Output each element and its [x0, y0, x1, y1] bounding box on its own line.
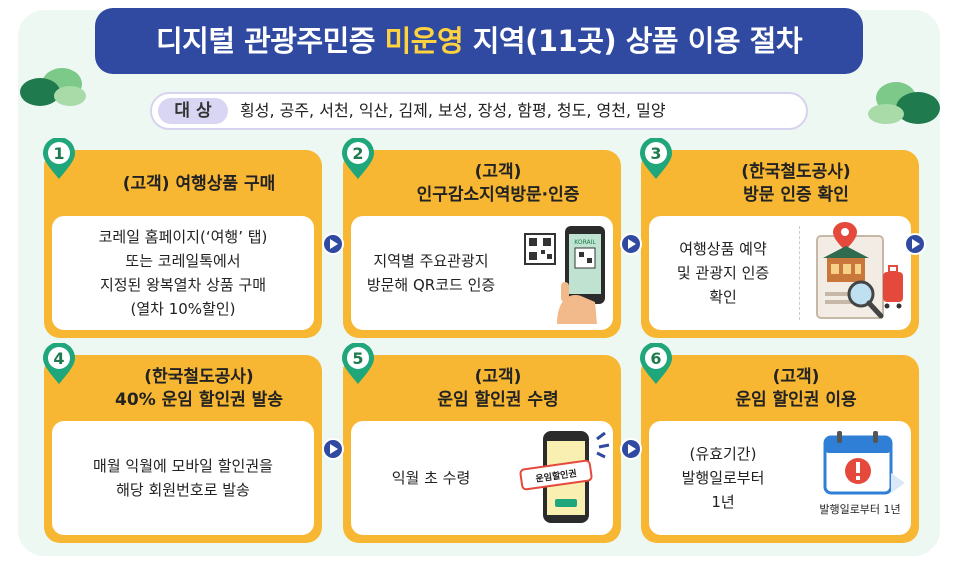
svg-text:KORAIL: KORAIL	[574, 239, 596, 246]
arrow-right-icon	[322, 438, 344, 460]
verification-icon	[816, 222, 903, 319]
step-6-head: (고객)운임 할인권 이용	[735, 367, 857, 410]
title-highlight: 미운영	[384, 24, 464, 58]
svg-text:1: 1	[53, 144, 64, 163]
step-5-head: (고객)운임 할인권 수령	[437, 367, 559, 410]
qr-phone-icon: KORAIL	[524, 226, 605, 324]
step-6-pin-icon: 6	[640, 343, 672, 384]
step-2-pin-icon: 2	[342, 138, 374, 179]
step-3-head: (한국철도공사)방문 인증 확인	[741, 162, 851, 205]
svg-text:5: 5	[352, 349, 363, 368]
bush-left-icon	[20, 68, 86, 106]
step-1-head: (고객) 여행상품 구매	[122, 173, 276, 194]
target-label: 대 상	[158, 98, 228, 124]
arrow-right-icon	[620, 438, 642, 460]
step-5-body: 익월 초 수령 운임할인권	[351, 421, 613, 535]
target-regions: 횡성, 공주, 서천, 익산, 김제, 보성, 장성, 함평, 청도, 영천, …	[240, 101, 666, 120]
step-2-head: (고객)인구감소지역방문·인증	[416, 162, 580, 205]
calendar-caption: 발행일로부터 1년	[819, 503, 901, 516]
svg-text:3: 3	[650, 144, 661, 163]
calendar-icon	[823, 431, 905, 495]
arrow-right-icon	[322, 233, 344, 255]
step-5-pin-icon: 5	[342, 343, 374, 384]
mobile-coupon-icon: 운임할인권	[519, 431, 610, 523]
step-3-pin-icon: 3	[640, 138, 672, 179]
step-card-5: (고객)운임 할인권 수령 익월 초 수령 운임할인권	[343, 355, 621, 543]
step-4-pin-icon: 4	[43, 343, 75, 384]
bush-right-icon	[868, 82, 940, 124]
step-1-pin-icon: 1	[43, 138, 75, 179]
arrow-right-icon	[620, 233, 642, 255]
svg-text:4: 4	[53, 349, 64, 368]
svg-text:2: 2	[352, 144, 363, 163]
arrow-right-icon	[904, 233, 926, 255]
step-4-head: (한국철도공사)40% 운임 할인권 발송	[115, 367, 283, 410]
target-regions-bar: 대 상 횡성, 공주, 서천, 익산, 김제, 보성, 장성, 함평, 청도, …	[150, 92, 808, 130]
page-title: 디지털 관광주민증 미운영 지역(11곳) 상품 이용 절차	[95, 8, 863, 74]
svg-text:6: 6	[650, 349, 661, 368]
